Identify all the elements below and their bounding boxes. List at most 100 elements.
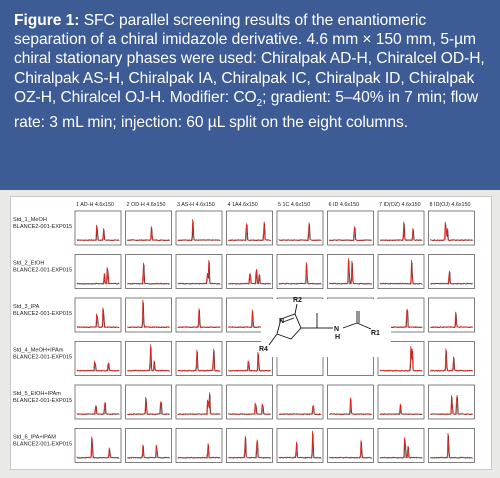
chromatogram-trace-primary bbox=[329, 397, 372, 415]
chromatogram-trace-primary bbox=[127, 299, 170, 328]
carbonyl-bond bbox=[342, 322, 358, 329]
row-label: Std_2_EtOH bbox=[13, 261, 44, 267]
column-label: 3 AS-H 4.6x150 bbox=[177, 202, 215, 208]
chromatogram-trace-secondary bbox=[177, 221, 221, 242]
chromatogram-trace-primary bbox=[228, 402, 271, 415]
row-label: Std_3_IPA bbox=[13, 304, 40, 310]
caption-text: SFC parallel screening results of the en… bbox=[14, 12, 485, 106]
chromatogram-trace-primary bbox=[177, 392, 221, 415]
chromatogram-trace-secondary bbox=[278, 406, 322, 416]
chromatogram-trace-primary bbox=[228, 268, 271, 285]
chromatogram-trace-primary bbox=[329, 440, 372, 459]
molecule-r4-label: R4 bbox=[259, 346, 268, 353]
caption-text-2: ; gradient: 5–40% in 7 min; flow rate: 3… bbox=[14, 88, 479, 132]
chromatogram-trace-primary bbox=[228, 435, 271, 459]
chromatogram-trace-secondary bbox=[228, 404, 272, 416]
column-label: 5 1C 4.6x150 bbox=[278, 202, 310, 208]
chromatogram-trace-primary bbox=[76, 401, 119, 415]
chromatogram-cell bbox=[74, 254, 122, 289]
chromatogram-trace-primary bbox=[228, 351, 271, 372]
row-batch-label: BLANCE2-001-EXP015 bbox=[13, 355, 72, 361]
chromatogram-cell bbox=[428, 254, 475, 289]
chromatogram-trace-primary bbox=[329, 258, 372, 285]
chromatogram-trace-primary bbox=[379, 346, 423, 372]
molecule-nh-n-label: N bbox=[334, 326, 339, 333]
chromatogram-trace-primary bbox=[278, 222, 322, 241]
chromatogram-trace-secondary bbox=[228, 353, 272, 372]
column-label: 4 1A4.6x150 bbox=[228, 202, 258, 208]
molecule-r2-label: R2 bbox=[293, 297, 302, 304]
chromatogram-trace-primary bbox=[177, 259, 221, 285]
chromatogram-trace-primary bbox=[430, 348, 473, 372]
chromatogram-trace-primary bbox=[430, 221, 473, 241]
molecule-r1-label: R1 bbox=[371, 330, 380, 337]
chromatogram-trace-primary bbox=[379, 221, 423, 241]
column-label: 8 ID(OJ) 4.6x150 bbox=[430, 202, 471, 208]
chromatogram-cell bbox=[74, 341, 122, 376]
chromatogram-grid: 1 AD-H 4.6x150 2 OD-H 4.6x150 3 AS-H 4.6x1… bbox=[13, 202, 475, 463]
column-label: 6 ID 4.6x150 bbox=[329, 202, 360, 208]
chromatogram-trace-primary bbox=[430, 395, 473, 415]
chromatogram-cell bbox=[125, 297, 172, 333]
chromatogram-trace-primary bbox=[127, 344, 170, 372]
chromatogram-trace-primary bbox=[177, 308, 221, 328]
chromatogram-trace-primary bbox=[228, 221, 271, 241]
r1-bond bbox=[356, 322, 372, 330]
chromatogram-cell bbox=[428, 428, 475, 463]
row-batch-label: BLANCE2-001-EXP015 bbox=[13, 442, 72, 448]
column-label: 7 ID(OZ) 4.6x150 bbox=[379, 202, 421, 208]
chromatogram-cell bbox=[175, 297, 223, 333]
chromatogram-trace-secondary bbox=[379, 348, 423, 372]
ring-double-bond bbox=[282, 317, 295, 323]
chromatogram-trace-primary bbox=[127, 226, 170, 241]
chromatogram-trace-primary bbox=[177, 348, 221, 372]
row-label: Std_4_MeOH+IPAm bbox=[13, 348, 64, 354]
chromatogram-cell bbox=[428, 341, 475, 376]
molecule-nh-h-label: H bbox=[335, 334, 340, 341]
chromatogram-trace-primary bbox=[127, 262, 170, 285]
r2-bond bbox=[294, 303, 298, 315]
molecule-n-label: N bbox=[279, 318, 284, 325]
row-label: Std_1_MeOH bbox=[13, 217, 47, 223]
imidazole-ring bbox=[276, 313, 302, 340]
row-batch-label: BLANCE2-001-EXP015 bbox=[13, 398, 72, 404]
chromatogram-trace-secondary bbox=[278, 224, 322, 242]
column-label: 1 AD-H 4.6x150 bbox=[76, 202, 114, 208]
chromatogram-trace-primary bbox=[379, 403, 423, 415]
column-label: 2 OD-H 4.6x150 bbox=[127, 202, 166, 208]
caption-subscript: 2 bbox=[256, 97, 263, 109]
chromatogram-trace-primary bbox=[76, 360, 120, 372]
chromatogram-trace-primary bbox=[430, 270, 473, 285]
row-batch-label: BLANCE2-001-EXP015 bbox=[13, 224, 72, 230]
chromatogram-cell bbox=[74, 428, 122, 463]
caption-label: Figure 1: bbox=[14, 12, 80, 29]
chromatogram-trace-primary bbox=[76, 436, 120, 459]
chromatogram-trace-primary bbox=[379, 437, 423, 459]
chromatogram-trace-secondary bbox=[430, 397, 474, 416]
r4-bond bbox=[268, 333, 278, 346]
row-batch-label: BLANCE2-001-EXP015 bbox=[13, 268, 72, 274]
chromatogram-trace-secondary bbox=[430, 223, 474, 242]
row-label: Std_6_IPA+IPAM bbox=[13, 435, 56, 441]
chromatogram-panel: 1 AD-H 4.6x150 2 OD-H 4.6x150 3 AS-H 4.6x1… bbox=[10, 196, 492, 470]
chromatogram-cell bbox=[175, 428, 223, 463]
chromatogram-trace-primary bbox=[127, 444, 170, 459]
chromatogram-trace-primary bbox=[278, 262, 322, 285]
chromatogram-trace-primary bbox=[177, 443, 221, 459]
chromatogram-trace-primary bbox=[430, 311, 473, 328]
chromatogram-cell bbox=[74, 384, 122, 420]
chromatogram-trace-primary bbox=[76, 224, 120, 241]
chromatogram-trace-primary bbox=[127, 396, 170, 415]
chromatogram-trace-primary bbox=[76, 307, 120, 328]
figure-caption: Figure 1: SFC parallel screening results… bbox=[0, 0, 500, 190]
chromatogram-trace-primary bbox=[430, 432, 473, 459]
chromatogram-cell bbox=[377, 384, 425, 420]
chromatogram-trace-primary bbox=[76, 267, 120, 285]
chromatogram-trace-primary bbox=[379, 260, 423, 285]
row-batch-label: BLANCE2-001-EXP015 bbox=[13, 311, 72, 317]
chromatogram-cell bbox=[125, 384, 172, 420]
chromatogram-trace-primary bbox=[278, 430, 322, 459]
chromatogram-cell bbox=[175, 254, 223, 289]
chromatogram-trace-primary bbox=[177, 219, 221, 241]
